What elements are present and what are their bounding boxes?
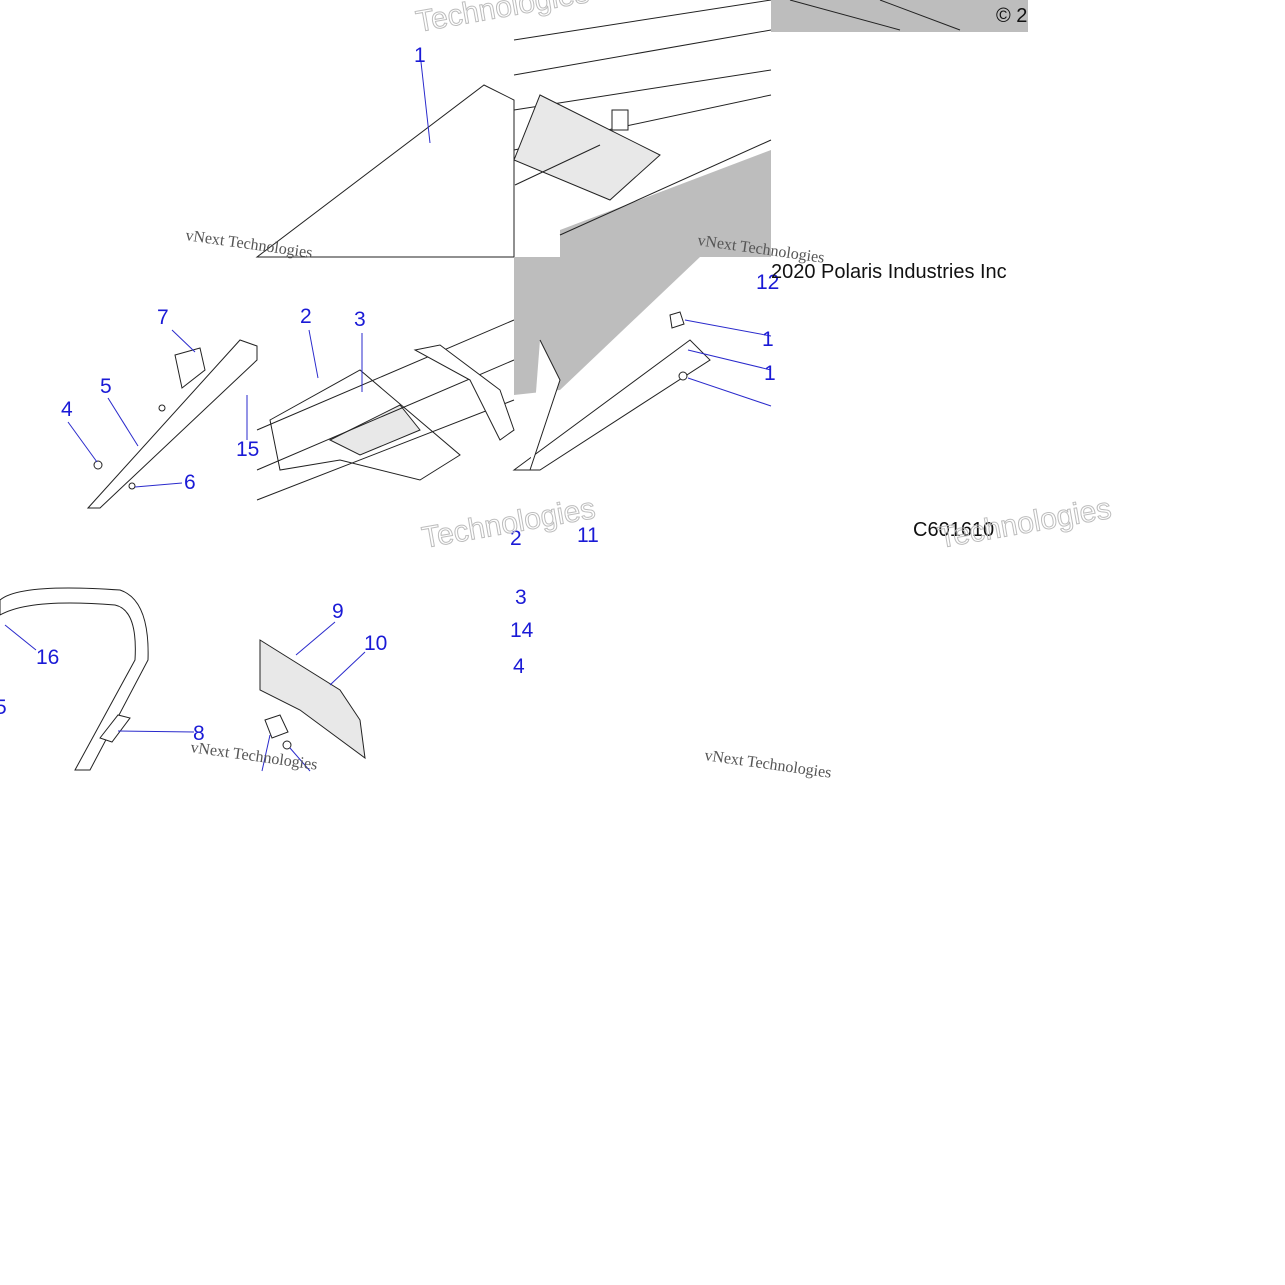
frame-tile	[512, 257, 772, 471]
callout-3: 3	[354, 308, 366, 331]
watermark-3: vNext Technologies	[703, 747, 832, 782]
callout-7: 7	[157, 306, 169, 329]
leader-1	[420, 61, 431, 144]
callout-8: 8	[193, 722, 205, 745]
tunnel-tile	[513, 0, 772, 257]
callout-12: 12	[756, 271, 779, 294]
callouts: 1 2 3 4 5 6 7 8 9 10 11 12 15 16 2 3 14 …	[0, 44, 779, 745]
watermark-6: Technologies	[419, 492, 597, 555]
callout-11: 11	[577, 524, 599, 547]
callout-4b: 4	[513, 655, 525, 678]
callout-1c: 1	[764, 362, 776, 385]
callout-15: 15	[236, 438, 259, 461]
callout-5b: 5	[0, 696, 7, 719]
callout-3b: 3	[515, 586, 527, 609]
callout-6: 6	[184, 471, 196, 494]
bracket-tile	[256, 319, 515, 501]
callout-9: 9	[332, 600, 344, 623]
copyright-text: 2020 Polaris Industries Inc	[771, 261, 1007, 283]
arm-tile	[413, 344, 515, 441]
callout-5: 5	[100, 375, 112, 398]
panel-tile	[255, 61, 515, 258]
copyright-fragment: © 2	[996, 5, 1027, 27]
callout-16: 16	[36, 646, 59, 669]
callout-1b: 1	[762, 328, 774, 351]
callout-2: 2	[300, 305, 312, 328]
bumper-tile	[0, 587, 195, 771]
callout-4: 4	[61, 398, 73, 421]
top-right-tile	[771, 0, 1028, 32]
callout-10: 10	[364, 632, 387, 655]
watermark-2: vNext Technologies	[189, 739, 318, 774]
callout-14b: 14	[510, 619, 534, 642]
rail-tile	[67, 329, 258, 509]
flap-tile	[259, 621, 366, 772]
drawing-code: C601610	[913, 519, 994, 541]
callout-1: 1	[414, 44, 426, 67]
callout-2b: 2	[510, 527, 522, 550]
watermark-7: Technologies	[935, 492, 1113, 555]
